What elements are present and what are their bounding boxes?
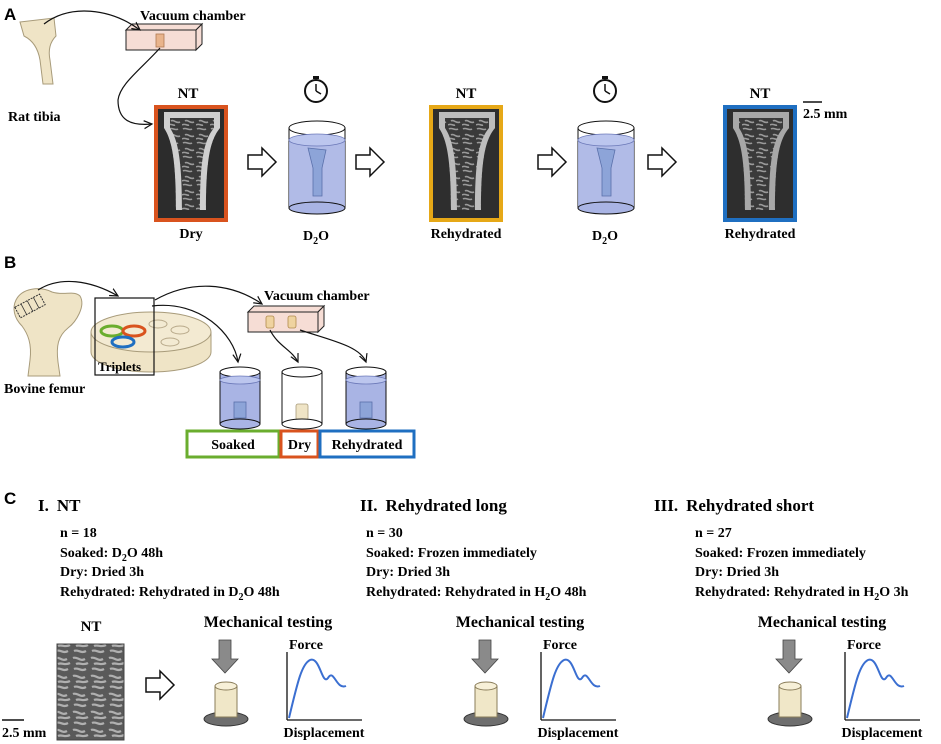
frame-1-bottom-label: Dry: [179, 227, 202, 242]
group-3-soaked: Soaked: Frozen immediately: [695, 546, 866, 561]
group-1-rehydrated: Rehydrated: Rehydrated in D2O 48h: [60, 585, 280, 603]
mech-test-1: Mechanical testing Force Displacement: [203, 614, 365, 741]
ct-scan-dry: [154, 105, 228, 222]
arrow-triplets-to-chamber: [154, 285, 262, 304]
rat-tibia-illustration: [19, 17, 57, 85]
load-arrow-icon: [211, 639, 239, 674]
mech-test-1-title: Mechanical testing: [204, 614, 332, 631]
mech-test-2: Mechanical testing Force Displacement: [456, 614, 619, 741]
frame-2-bottom-label: Rehydrated: [431, 227, 502, 242]
nt-sample-label: NT: [81, 619, 102, 635]
cylinder-sample: [778, 685, 802, 718]
disp-label-3: Displacement: [842, 726, 923, 741]
disp-label-2: Displacement: [538, 726, 619, 741]
force-label-2: Force: [543, 638, 577, 653]
vacuum-chamber-b-label: Vacuum chamber: [264, 289, 370, 304]
force-curve-1: [288, 658, 347, 719]
scale-bar-c-label: 2.5 mm: [2, 726, 47, 741]
cylinder-sample: [214, 685, 238, 718]
disp-label-1: Displacement: [284, 726, 365, 741]
group-1-soaked: Soaked: D2O 48h: [60, 546, 163, 564]
triplets-disc: [90, 311, 212, 373]
group-3-title: III.Rehydrated short: [654, 496, 814, 515]
group-2-dry: Dry: Dried 3h: [366, 565, 450, 580]
cylinder-sample: [474, 685, 498, 718]
group-2-title: II.Rehydrated long: [360, 496, 507, 515]
ct-scan-rehydrated-1: [429, 105, 503, 222]
group-2-soaked: Soaked: Frozen immediately: [366, 546, 537, 561]
frame-1-top-label: NT: [178, 86, 199, 102]
frame-2-top-label: NT: [456, 86, 477, 102]
soaked-box-label: Soaked: [211, 438, 255, 453]
mech-test-3-title: Mechanical testing: [758, 614, 886, 631]
dry-box-label: Dry: [288, 438, 311, 453]
load-arrow-icon: [775, 639, 803, 674]
beaker-soaked: [219, 366, 261, 430]
process-arrow-3: [537, 146, 568, 178]
triplets-frame: [94, 297, 155, 376]
mech-test-3: Mechanical testing Force Displacement: [758, 614, 923, 741]
ct-scan-rehydrated-2: [723, 105, 797, 222]
beaker-d2o-1: [288, 120, 346, 215]
beaker-dry: [281, 366, 323, 430]
group-2-rehydrated: Rehydrated: Rehydrated in H2O 48h: [366, 585, 587, 603]
group-3-n: n = 27: [695, 526, 732, 541]
arrow-tibia-to-chamber: [43, 10, 140, 30]
bovine-femur-label: Bovine femur: [4, 382, 85, 397]
group-3-dry: Dry: Dried 3h: [695, 565, 779, 580]
bovine-femur-illustration: [13, 288, 83, 377]
load-arrow-icon: [471, 639, 499, 674]
group-2-n: n = 30: [366, 526, 403, 541]
stopwatch-icon: [593, 76, 617, 103]
process-arrow-2: [355, 146, 386, 178]
triplets-label: Triplets: [98, 359, 141, 374]
process-arrow-4: [647, 146, 678, 178]
arrow-to-soaked: [151, 304, 238, 362]
beaker-rehydrated: [345, 366, 387, 430]
arrow-femur-to-triplets: [37, 280, 118, 296]
arrow-chamber-to-scan: [117, 47, 161, 124]
group-1-dry: Dry: Dried 3h: [60, 565, 144, 580]
force-curve-2: [542, 658, 601, 719]
frame-3-top-label: NT: [750, 86, 771, 102]
nt-sample-image: [56, 643, 125, 741]
panel-b-letter: B: [4, 253, 16, 272]
force-label-3: Force: [847, 638, 881, 653]
stopwatch-icon: [304, 76, 328, 103]
vacuum-chamber-a-label: Vacuum chamber: [140, 9, 246, 24]
rat-tibia-label: Rat tibia: [8, 110, 61, 125]
rehydrated-box: [318, 429, 416, 459]
vacuum-chamber-b: [246, 304, 326, 334]
group-3-rehydrated: Rehydrated: Rehydrated in H2O 3h: [695, 585, 909, 603]
process-arrow-c: [145, 669, 176, 701]
beaker-2-label: D2O: [592, 229, 618, 247]
frame-3-bottom-label: Rehydrated: [725, 227, 796, 242]
force-curve-3: [846, 658, 905, 719]
panel-a-letter: A: [4, 5, 16, 24]
mech-test-2-title: Mechanical testing: [456, 614, 584, 631]
process-arrow-1: [247, 146, 278, 178]
beaker-d2o-2: [577, 120, 635, 215]
panel-c-letter: C: [4, 489, 16, 508]
dry-box: [279, 429, 320, 459]
vacuum-chamber-a: [124, 22, 204, 52]
beaker-1-label: D2O: [303, 229, 329, 247]
group-1-n: n = 18: [60, 526, 97, 541]
arrow-to-rehydrated: [299, 329, 366, 362]
soaked-box: [185, 429, 281, 459]
scale-bar-a-label: 2.5 mm: [803, 107, 848, 122]
group-1-title: I.NT: [38, 496, 81, 515]
rehydrated-box-label: Rehydrated: [332, 438, 403, 453]
arrow-to-dry: [269, 329, 298, 362]
force-label-1: Force: [289, 638, 323, 653]
